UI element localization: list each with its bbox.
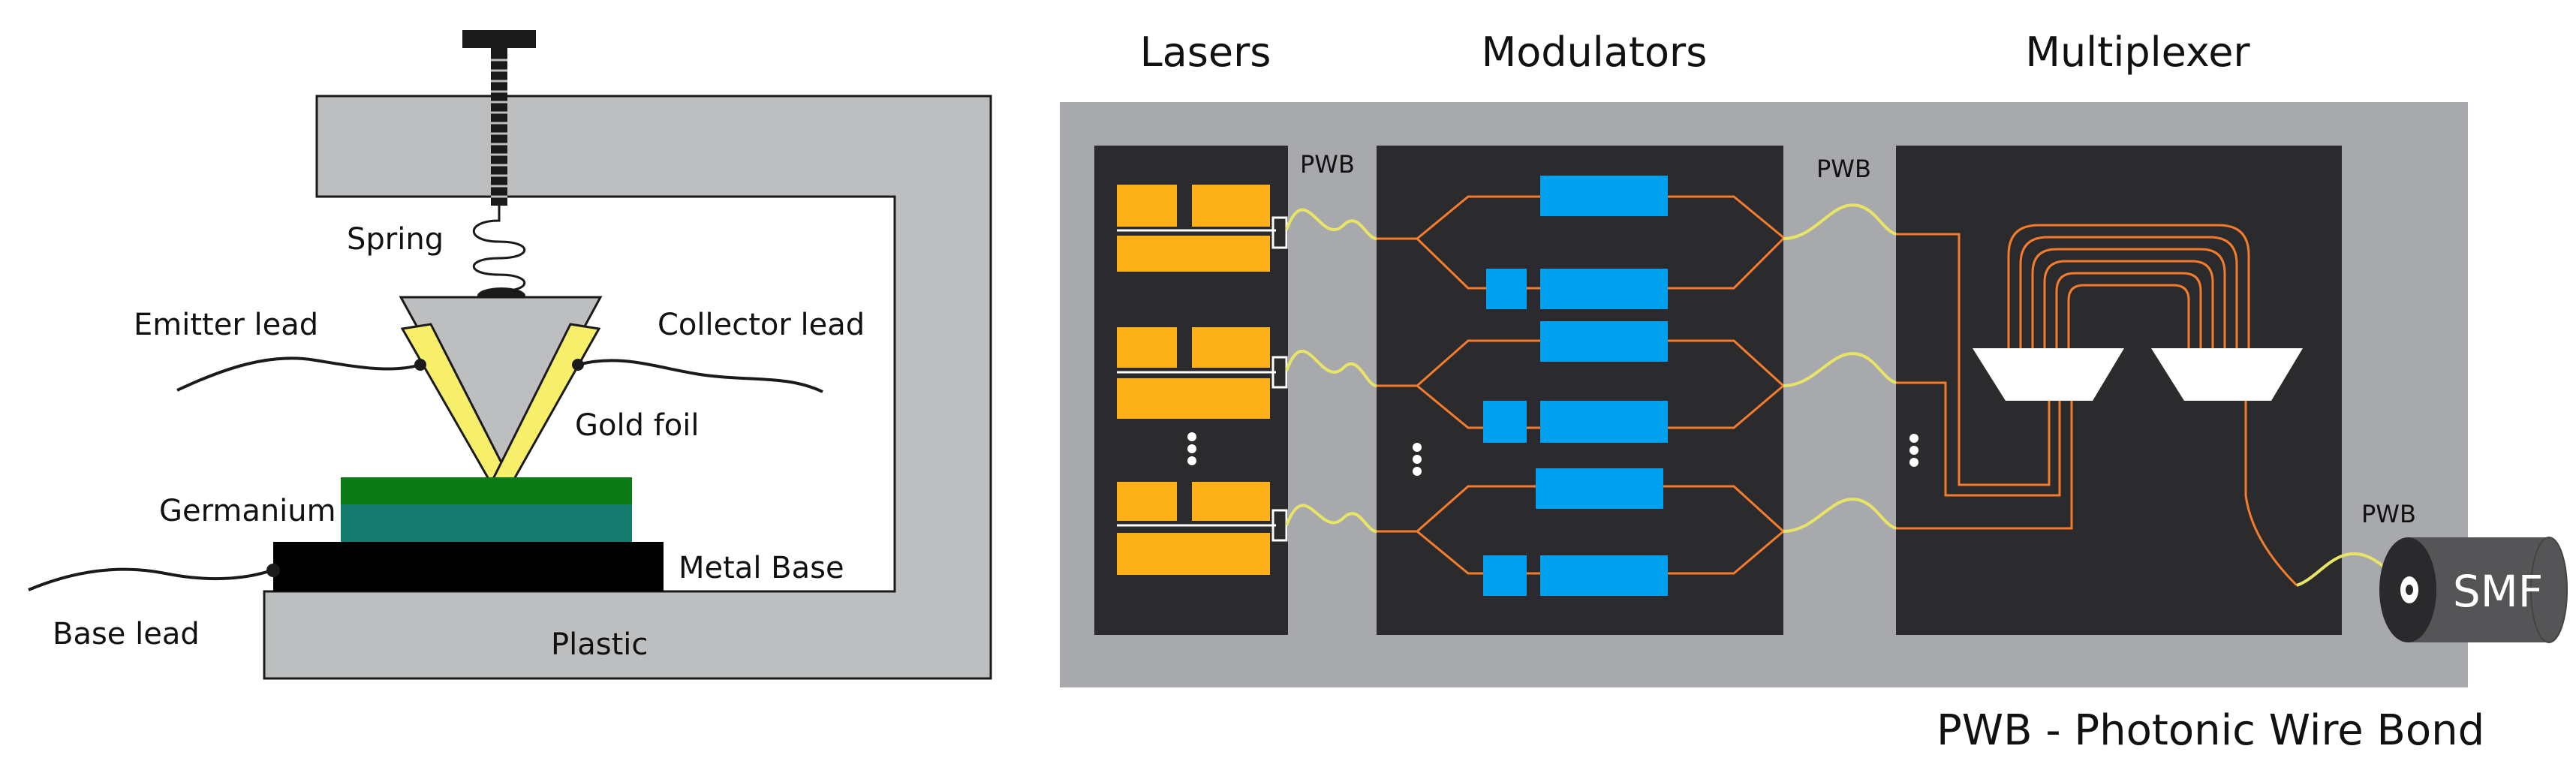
mux-awg-left (1973, 348, 2124, 401)
emitter-contact (414, 359, 426, 371)
multiplexer-waveguides (1896, 224, 2298, 587)
mux-awg-right (2151, 348, 2303, 401)
modulator-ellipsis (1413, 443, 1422, 476)
label-emitter-lead: Emitter lead (134, 308, 318, 342)
modulator-block (1483, 401, 1527, 443)
modulator-block (1536, 468, 1663, 509)
multiplexer-ellipsis (1909, 434, 1918, 467)
base-contact (266, 564, 280, 577)
pwb-label-2: PWB (1816, 155, 1871, 183)
wire-bond (1285, 208, 1377, 240)
modulator-block (1486, 269, 1527, 309)
laser-block (1117, 236, 1270, 272)
label-collector-lead: Collector lead (658, 308, 865, 342)
heading-lasers: Lasers (1140, 29, 1271, 76)
label-plastic: Plastic (551, 627, 648, 662)
laser-block (1192, 482, 1270, 521)
label-smf: SMF (2453, 566, 2543, 617)
wire-bond (1783, 203, 1897, 240)
modulator-block (1540, 555, 1668, 596)
single-mode-fiber: SMF (2379, 537, 2568, 643)
label-gold-foil: Gold foil (575, 408, 699, 443)
modulator-array (1483, 176, 1668, 596)
collector-contact (572, 359, 584, 371)
laser-block (1117, 378, 1270, 419)
wire-bond (1783, 352, 1897, 387)
label-germanium: Germanium (159, 494, 336, 528)
wire-bond (1783, 498, 1897, 533)
wire-bond (1285, 349, 1377, 387)
laser-ellipsis (1187, 432, 1196, 465)
pwb-label-1: PWB (1300, 150, 1355, 179)
wire-bonds (1285, 203, 2411, 594)
laser-block (1117, 533, 1270, 575)
wire-bond (1285, 504, 1377, 533)
pwb-label-3: PWB (2361, 500, 2416, 528)
footer-caption: PWB - Photonic Wire Bond (1937, 706, 2484, 755)
photonic-diagram: Lasers Modulators Multiplexer (1060, 29, 2568, 755)
modulator-block (1483, 555, 1527, 596)
modulator-block (1540, 176, 1668, 216)
label-metal-base: Metal Base (679, 551, 844, 585)
germanium-top (341, 477, 632, 504)
modulator-block (1540, 321, 1668, 362)
modulator-block (1540, 401, 1668, 443)
germanium-bottom (341, 504, 632, 542)
heading-multiplexer: Multiplexer (2025, 29, 2250, 76)
laser-block (1117, 185, 1177, 227)
metal-base (273, 542, 664, 591)
heading-modulators: Modulators (1482, 29, 1708, 76)
transistor-diagram: Spring Emitter lead Collector lead Gold … (28, 30, 992, 680)
laser-block (1192, 327, 1270, 368)
laser-block (1117, 327, 1177, 368)
laser-block (1117, 482, 1177, 521)
screw (462, 30, 536, 206)
label-base-lead: Base lead (53, 617, 200, 651)
laser-array (1117, 185, 1270, 575)
label-spring: Spring (347, 222, 444, 257)
base-lead (28, 567, 272, 591)
emitter-lead (176, 356, 421, 392)
spring (473, 206, 525, 297)
laser-block (1192, 185, 1270, 227)
laser-waveguides (1117, 229, 1276, 527)
modulator-block (1540, 269, 1668, 309)
c-frame (263, 95, 992, 680)
collector-lead (577, 359, 823, 393)
